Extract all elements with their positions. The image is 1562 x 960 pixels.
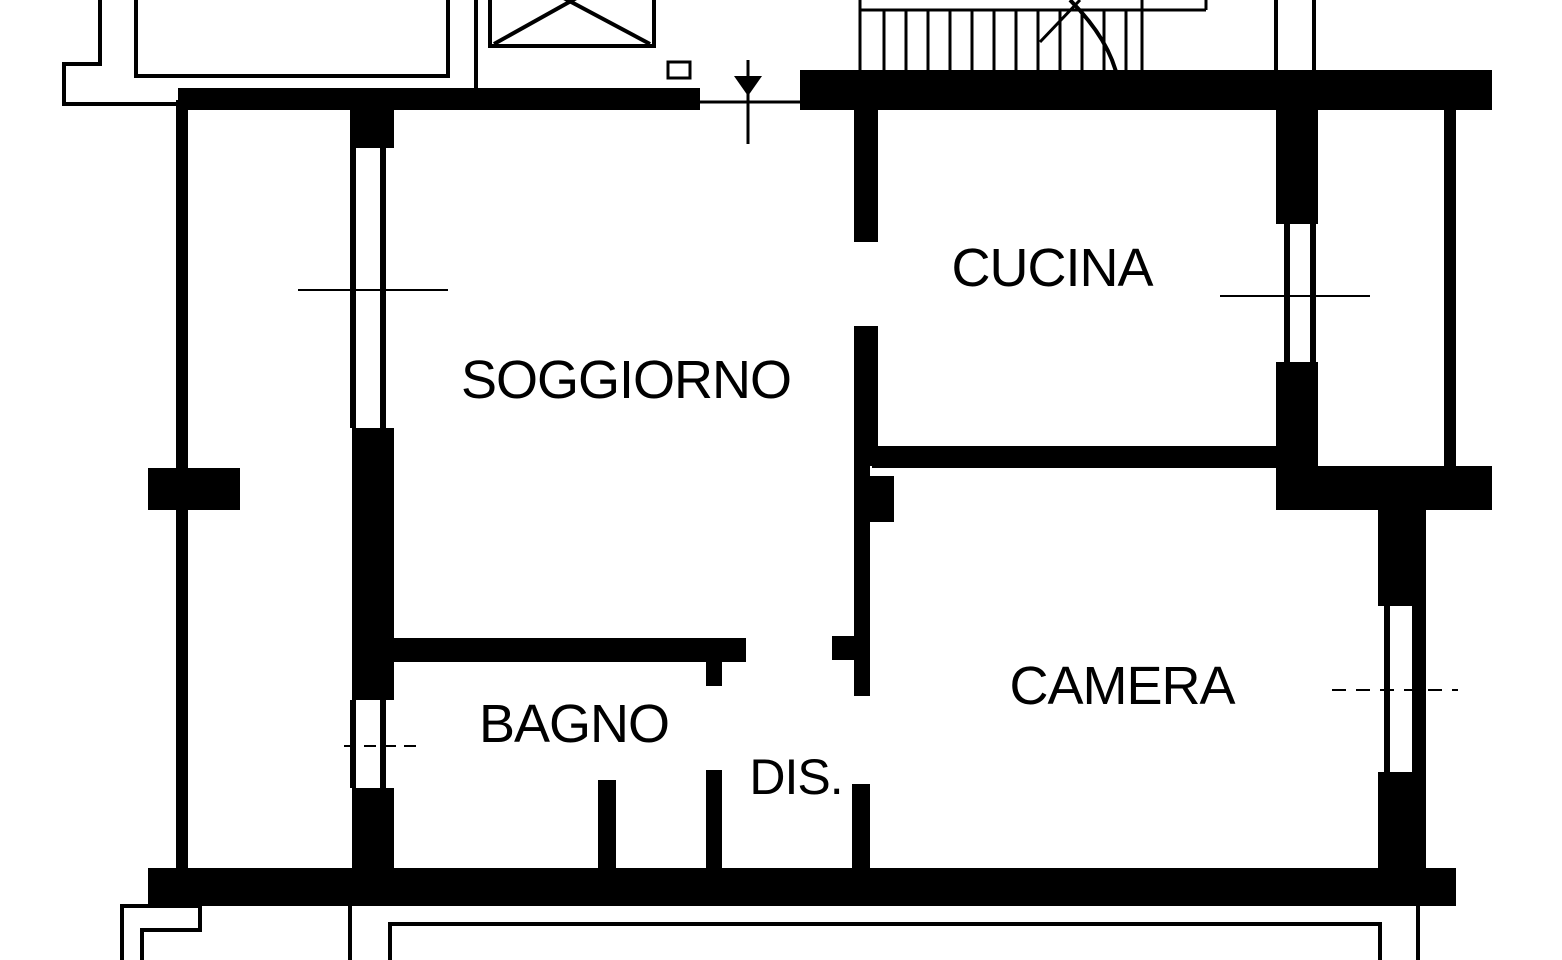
room-label-cucina: CUCINA	[951, 238, 1153, 298]
room-label-dis: DIS.	[749, 749, 842, 805]
interior-walls	[350, 100, 1418, 878]
room-label-soggiorno: SOGGIORNO	[461, 350, 791, 410]
exterior-walls	[148, 70, 1492, 906]
window-marks	[298, 289, 1458, 747]
top-outside-structures	[62, 0, 1316, 106]
bottom-outside-structures	[120, 904, 1420, 960]
room-labels: SOGGIORNO CUCINA CAMERA BAGNO DIS.	[461, 238, 1237, 805]
room-label-camera: CAMERA	[1009, 656, 1235, 716]
room-label-bagno: BAGNO	[479, 694, 669, 754]
entrance-arrow-icon	[700, 60, 800, 144]
